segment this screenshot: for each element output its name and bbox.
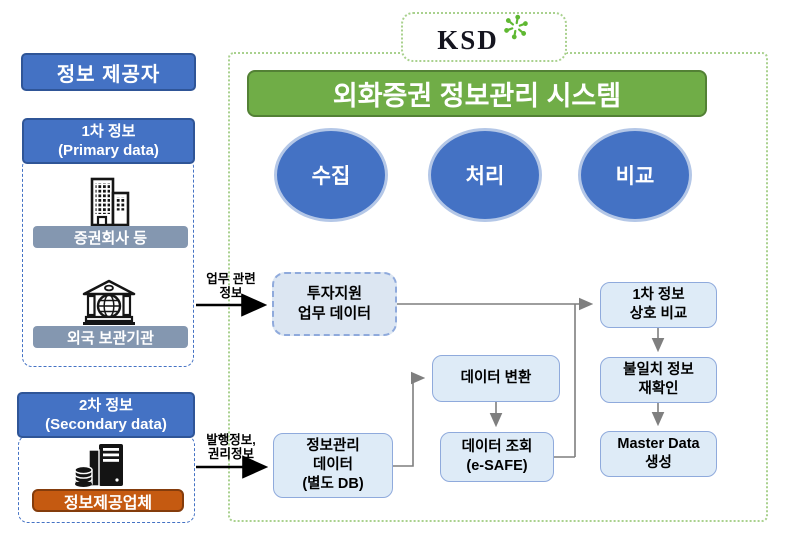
secondary-edge-line2: 권리정보	[207, 447, 254, 461]
mismatch-recheck-line1: 불일치 정보	[623, 362, 694, 378]
invest-support-line1: 투자지원	[306, 285, 363, 302]
primary-edge-label: 업무 관련 정보	[197, 272, 265, 300]
secondary-edge-line1: 발행정보,	[206, 433, 256, 447]
invest-support-data-box: 투자지원 업무 데이터	[272, 272, 397, 336]
data-inquiry-box: 데이터 조회 (e-SAFE)	[440, 432, 554, 482]
stage-compare: 비교	[578, 128, 692, 222]
invest-support-line2: 업무 데이터	[297, 305, 372, 322]
bank-globe-icon	[80, 279, 138, 331]
info-vendor-label: 정보제공업체	[32, 489, 184, 512]
primary-edge-line2: 정보	[219, 286, 243, 300]
broker-label: 증권회사 등	[33, 226, 188, 248]
master-data-line1: Master Data	[617, 436, 700, 452]
secondary-data-header-line1: 2차 정보	[79, 397, 133, 414]
primary-compare-line2: 상호 비교	[629, 306, 688, 322]
ksd-flower-icon	[501, 12, 531, 47]
mismatch-recheck-box: 불일치 정보 재확인	[600, 357, 717, 403]
system-title: 외화증권 정보관리 시스템	[247, 70, 707, 117]
data-convert-box: 데이터 변환	[432, 355, 560, 402]
primary-edge-line1: 업무 관련	[206, 272, 256, 286]
info-management-data-box: 정보관리 데이터 (별도 DB)	[273, 433, 393, 498]
master-data-line2: 생성	[645, 455, 672, 471]
ksd-logo-box: KSD	[401, 12, 567, 62]
info-mgmt-line2: 데이터	[312, 457, 354, 473]
data-inquiry-line2: (e-SAFE)	[466, 458, 528, 474]
stage-process: 처리	[428, 128, 542, 222]
primary-compare-box: 1차 정보 상호 비교	[600, 282, 717, 328]
secondary-data-header-line2: (Secondary data)	[45, 416, 167, 433]
office-buildings-icon	[80, 176, 138, 233]
primary-compare-line1: 1차 정보	[632, 287, 685, 303]
custodian-label: 외국 보관기관	[33, 326, 188, 348]
primary-data-header-line1: 1차 정보	[81, 123, 136, 140]
data-inquiry-line1: 데이터 조회	[461, 439, 533, 455]
mismatch-recheck-line2: 재확인	[638, 381, 679, 397]
info-mgmt-line1: 정보관리	[306, 438, 360, 454]
database-server-icon	[72, 443, 134, 494]
master-data-box: Master Data 생성	[600, 431, 717, 477]
secondary-data-header: 2차 정보 (Secondary data)	[17, 392, 195, 438]
stage-collect: 수집	[274, 128, 388, 222]
info-mgmt-line3: (별도 DB)	[302, 476, 364, 492]
ksd-logo-text: KSD	[437, 24, 499, 55]
primary-data-header: 1차 정보 (Primary data)	[22, 118, 195, 164]
primary-data-header-line2: (Primary data)	[58, 142, 159, 159]
secondary-edge-label: 발행정보, 권리정보	[197, 433, 265, 461]
data-convert-label: 데이터 변환	[460, 370, 532, 386]
provider-panel-title: 정보 제공자	[21, 53, 196, 91]
